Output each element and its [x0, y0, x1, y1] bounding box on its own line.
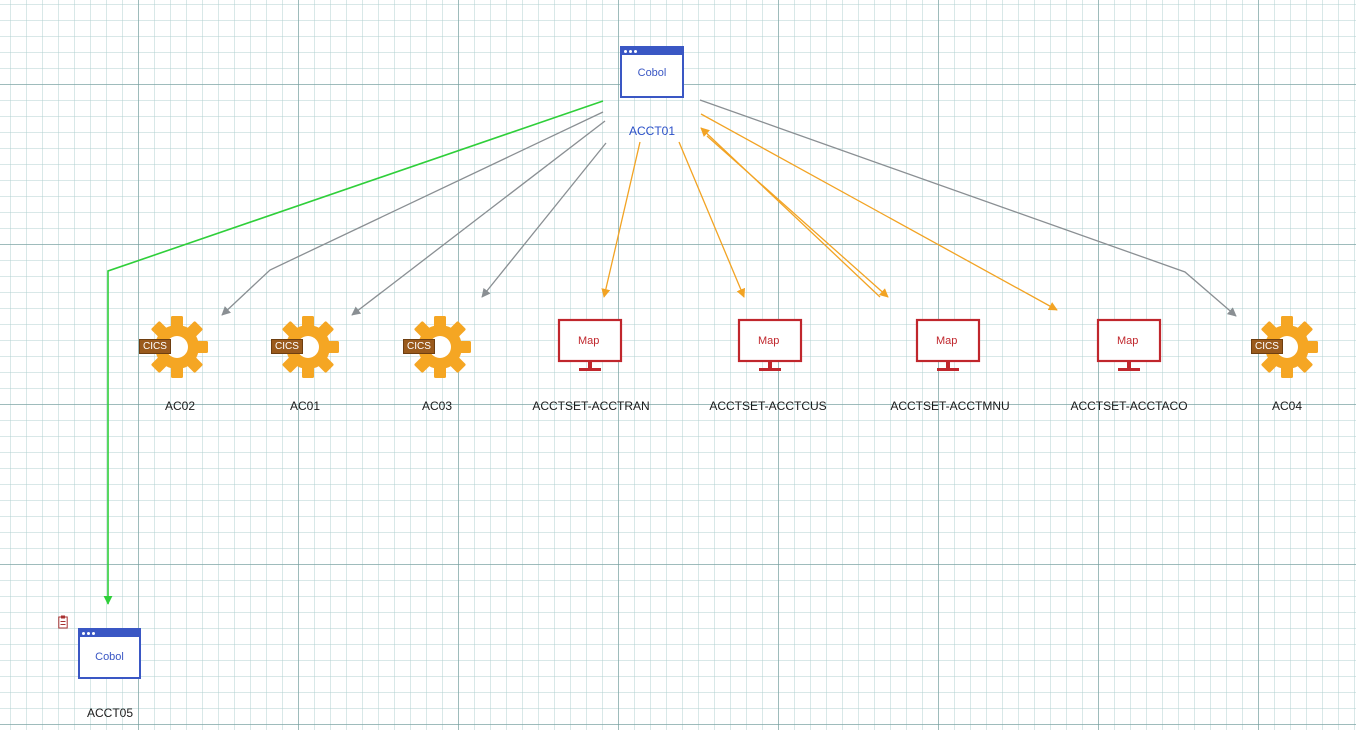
cics-gear-icon[interactable] [146, 316, 208, 378]
cics-gear-icon[interactable] [277, 316, 339, 378]
map-monitor-icon[interactable] [557, 318, 623, 371]
map-badge: Map [758, 335, 780, 347]
cics-badge: CICS [403, 339, 435, 354]
edge-acct01-acctran[interactable] [601, 141, 641, 298]
edge-acct01-acctaco[interactable] [700, 113, 1058, 311]
edge-acct01-acctcus[interactable] [678, 141, 746, 298]
edge-acct01-ac04[interactable] [699, 99, 1237, 317]
node-label-acctran[interactable]: ACCTSET-ACCTRAN [532, 399, 650, 413]
node-label-acct05[interactable]: ACCT05 [86, 706, 134, 720]
node-label-ac02[interactable]: AC02 [164, 399, 196, 413]
cics-badge: CICS [139, 339, 171, 354]
node-label-acctaco[interactable]: ACCTSET-ACCTACO [1070, 399, 1188, 413]
node-label-acctcus[interactable]: ACCTSET-ACCTCUS [709, 399, 827, 413]
edge-acct01-ac02[interactable] [221, 111, 604, 316]
map-monitor-icon[interactable] [1096, 318, 1162, 371]
node-badge: Cobol [95, 651, 124, 663]
cics-badge: CICS [271, 339, 303, 354]
cobol-window-icon[interactable]: Cobol [620, 46, 684, 98]
cobol-window-icon[interactable]: Cobol [78, 628, 141, 679]
edge-acctmnu-acct01[interactable] [700, 127, 881, 298]
edge-acct01-acct05[interactable] [103, 100, 604, 605]
node-label-ac01[interactable]: AC01 [289, 399, 321, 413]
node-label-ac03[interactable]: AC03 [421, 399, 453, 413]
node-badge: Cobol [637, 67, 667, 79]
cics-badge: CICS [1251, 339, 1283, 354]
map-monitor-icon[interactable] [915, 318, 981, 371]
clipboard-icon[interactable] [58, 615, 68, 629]
map-monitor-icon[interactable] [737, 318, 803, 371]
edge-acct01-ac01[interactable] [351, 120, 606, 316]
node-label-acctmnu[interactable]: ACCTSET-ACCTMNU [890, 399, 1010, 413]
node-label-ac04[interactable]: AC04 [1271, 399, 1303, 413]
cics-gear-icon[interactable] [409, 316, 471, 378]
map-badge: Map [936, 335, 958, 347]
node-label-acct01[interactable]: ACCT01 [628, 124, 676, 138]
map-badge: Map [578, 335, 600, 347]
edge-acct01-ac03[interactable] [481, 142, 607, 298]
map-badge: Map [1117, 335, 1139, 347]
